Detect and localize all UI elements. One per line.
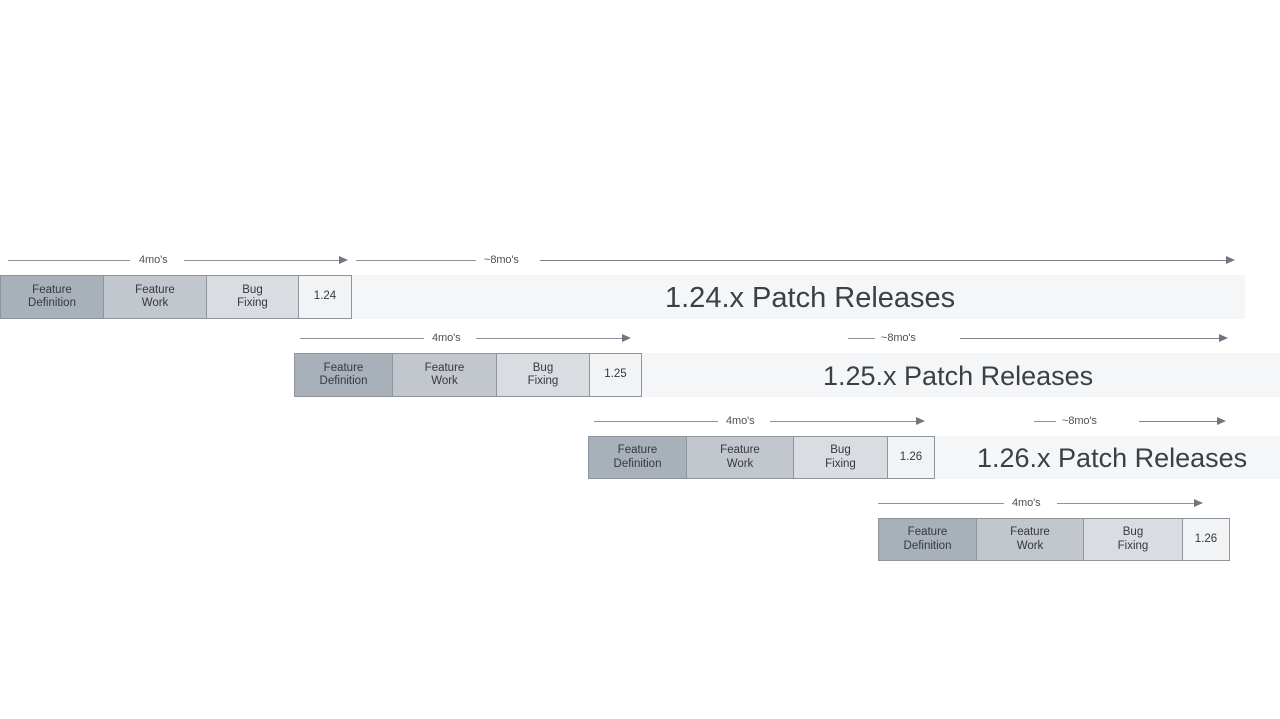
phase-label-line1: Feature xyxy=(1010,526,1050,538)
ruler-arrowhead-icon xyxy=(1219,334,1228,342)
ruler-arrowhead-icon xyxy=(916,417,925,425)
phase-label-line1: Feature xyxy=(617,444,658,456)
phase-bug-fixing[interactable]: Bug Fixing xyxy=(206,275,299,319)
phase-label-line2: Definition xyxy=(613,457,662,470)
ruler-line-right xyxy=(540,260,1229,262)
duration-ruler-patch-1-26: ~8mo's xyxy=(1034,411,1238,433)
phase-label-line2: Fixing xyxy=(825,457,856,470)
version-box[interactable]: 1.25 xyxy=(589,353,642,397)
ruler-line-right xyxy=(476,338,625,339)
phase-label-line2: Fixing xyxy=(237,297,268,309)
phase-label-line1: Feature xyxy=(424,361,465,374)
ruler-line-right xyxy=(1139,421,1219,423)
phase-label-line1: Feature xyxy=(32,283,72,296)
phase-strip-1-26: Feature Definition Feature Work Bug Fixi… xyxy=(588,436,935,479)
duration-label-patch: ~8mo's xyxy=(484,254,519,266)
duration-label-dev: 4mo's xyxy=(1012,497,1041,509)
phase-feature-work[interactable]: Feature Work xyxy=(686,436,794,479)
ruler-arrowhead-icon xyxy=(1194,499,1203,507)
phase-label-line1: Feature xyxy=(135,283,175,296)
ruler-line-left xyxy=(300,338,424,339)
ruler-arrowhead-icon xyxy=(622,334,631,342)
ruler-arrowhead-icon xyxy=(339,256,348,264)
ruler-line-left xyxy=(848,338,875,339)
duration-ruler-dev-1-24: 4mo's xyxy=(8,250,350,272)
patch-release-label-1-24: 1.24.x Patch Releases xyxy=(665,282,956,314)
phase-label-line2: Fixing xyxy=(527,375,559,387)
phase-feature-work[interactable]: Feature Work xyxy=(103,275,207,319)
duration-label-dev: 4mo's xyxy=(726,415,755,427)
phase-bug-fixing[interactable]: Bug Fixing xyxy=(496,353,590,397)
ruler-line-right xyxy=(184,260,341,261)
patch-release-label-1-26: 1.26.x Patch Releases xyxy=(977,443,1248,473)
phase-label-line1: Bug xyxy=(1122,526,1144,538)
phase-label-line2: Work xyxy=(1016,539,1044,552)
duration-ruler-dev-1-25: 4mo's xyxy=(300,328,640,350)
ruler-line-left xyxy=(8,260,130,261)
ruler-line-left xyxy=(356,260,476,261)
duration-label-patch: ~8mo's xyxy=(881,332,916,344)
phase-label-line2: Definition xyxy=(903,539,952,552)
phase-label-line2: Work xyxy=(726,457,754,470)
version-box[interactable]: 1.26 xyxy=(1182,518,1230,561)
phase-label-line1: Bug xyxy=(242,283,263,296)
phase-label-line2: Definition xyxy=(28,297,76,309)
phase-strip-1-24: Feature Definition Feature Work Bug Fixi… xyxy=(0,275,352,319)
duration-label-patch: ~8mo's xyxy=(1062,415,1097,427)
duration-ruler-dev-next: 4mo's xyxy=(878,493,1212,515)
ruler-line-right xyxy=(960,338,1222,340)
ruler-arrowhead-icon xyxy=(1226,256,1235,264)
phase-strip-1-25: Feature Definition Feature Work Bug Fixi… xyxy=(294,353,642,397)
duration-ruler-patch-1-25: ~8mo's xyxy=(848,328,1238,350)
ruler-line-left xyxy=(878,503,1004,504)
phase-feature-definition[interactable]: Feature Definition xyxy=(0,275,104,319)
phase-feature-work[interactable]: Feature Work xyxy=(392,353,497,397)
phase-label-line1: Bug xyxy=(830,444,851,456)
phase-label-line2: Definition xyxy=(319,375,368,387)
phase-label-line2: Work xyxy=(141,297,169,309)
phase-bug-fixing[interactable]: Bug Fixing xyxy=(1083,518,1183,561)
phase-label-line1: Feature xyxy=(720,444,760,456)
duration-label-dev: 4mo's xyxy=(432,332,461,344)
ruler-arrowhead-icon xyxy=(1217,417,1226,425)
ruler-line-right xyxy=(770,421,919,422)
phase-feature-definition[interactable]: Feature Definition xyxy=(294,353,393,397)
version-box[interactable]: 1.26 xyxy=(887,436,935,479)
phase-feature-definition[interactable]: Feature Definition xyxy=(878,518,977,561)
duration-ruler-patch-1-24: ~8mo's xyxy=(356,250,1238,272)
phase-label-line1: Bug xyxy=(532,361,554,374)
ruler-line-left xyxy=(594,421,718,422)
duration-label-dev: 4mo's xyxy=(139,254,168,266)
ruler-line-left xyxy=(1034,421,1056,422)
phase-label-line2: Work xyxy=(431,375,458,387)
version-box[interactable]: 1.24 xyxy=(298,275,352,319)
phase-bug-fixing[interactable]: Bug Fixing xyxy=(793,436,888,479)
phase-strip-next: Feature Definition Feature Work Bug Fixi… xyxy=(878,518,1230,561)
phase-feature-definition[interactable]: Feature Definition xyxy=(588,436,687,479)
phase-label-line2: Fixing xyxy=(1117,539,1149,552)
phase-label-line1: Feature xyxy=(907,526,948,538)
phase-label-line1: Feature xyxy=(323,361,364,374)
ruler-line-right xyxy=(1057,503,1197,504)
patch-release-label-1-25: 1.25.x Patch Releases xyxy=(823,361,1094,391)
duration-ruler-dev-1-26: 4mo's xyxy=(594,411,934,433)
phase-feature-work[interactable]: Feature Work xyxy=(976,518,1084,561)
